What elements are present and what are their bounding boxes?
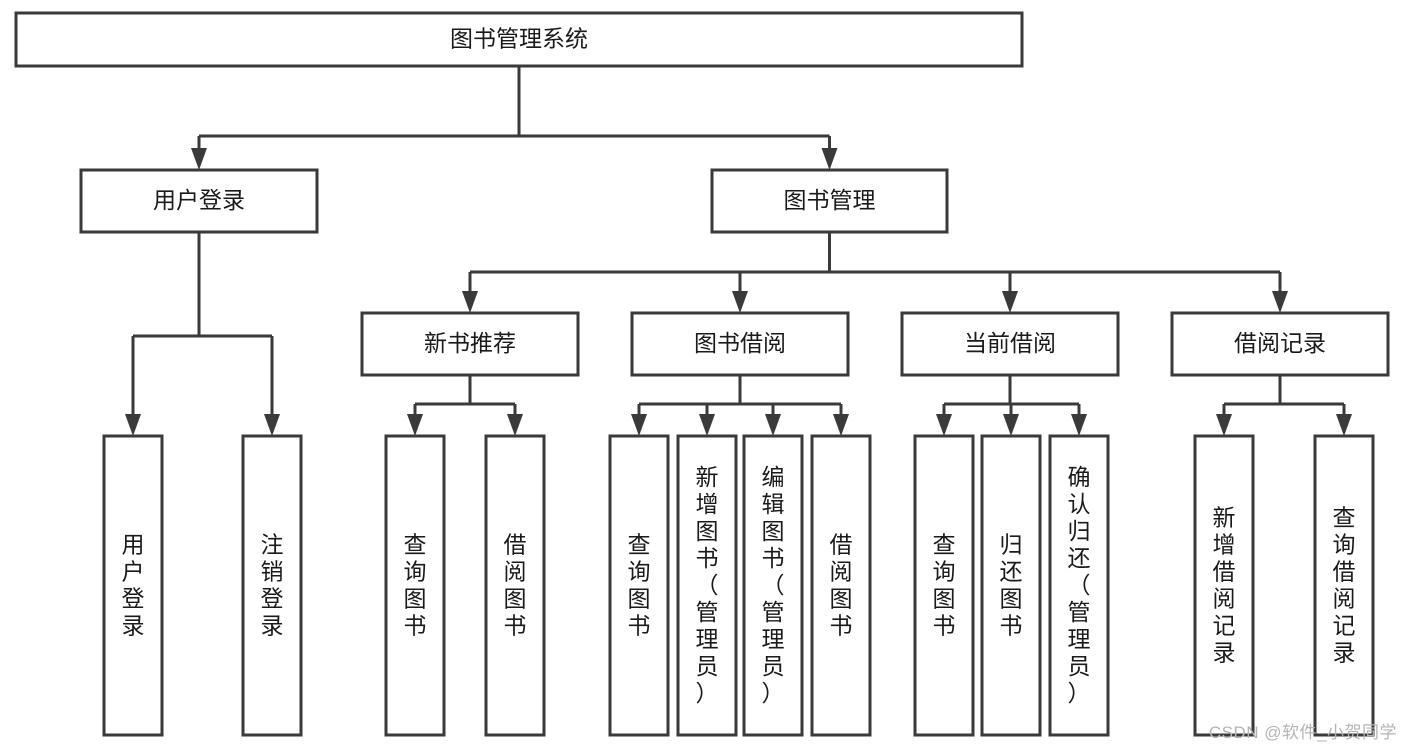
node-box-book-mgmt[interactable] [710, 168, 949, 234]
node-box-leaf-add-record[interactable] [1193, 434, 1255, 737]
arrow-head-icon [1272, 291, 1288, 313]
node-box-leaf-user-login[interactable] [102, 434, 164, 737]
node-box-leaf-borrow-book-b[interactable] [810, 434, 872, 737]
node-leaf-user-login[interactable]: 用户登录 [102, 434, 164, 737]
node-box-leaf-query-book-c[interactable] [913, 434, 975, 737]
node-box-book-borrow[interactable] [630, 311, 850, 377]
node-label-borrow-record: 借阅记录 [1234, 330, 1326, 356]
node-box-leaf-query-record[interactable] [1313, 434, 1375, 737]
connector-group [125, 232, 280, 436]
node-box-leaf-edit-book[interactable] [742, 434, 804, 737]
node-label-leaf-confirm-return: 确认归还（管理员） [1068, 464, 1091, 706]
arrow-head-icon [732, 291, 748, 313]
node-box-leaf-user-logout[interactable] [241, 434, 303, 737]
node-layer: 图书管理系统用户登录图书管理新书推荐图书借阅当前借阅借阅记录用户登录注销登录查询… [14, 11, 1390, 737]
node-label-book-mgmt: 图书管理 [784, 187, 876, 213]
node-leaf-query-book-c[interactable]: 查询图书 [913, 434, 975, 737]
connector-group [1216, 375, 1352, 436]
node-box-leaf-confirm-return[interactable] [1048, 434, 1110, 737]
connector-group [936, 375, 1087, 436]
node-leaf-query-record[interactable]: 查询借阅记录 [1313, 434, 1375, 737]
node-label-current-borrow: 当前借阅 [964, 330, 1056, 356]
node-label-leaf-query-book-b: 查询图书 [628, 532, 651, 639]
arrow-head-icon [1071, 414, 1087, 436]
arrow-head-icon [936, 414, 952, 436]
node-box-root[interactable] [14, 11, 1024, 68]
node-label-root: 图书管理系统 [450, 26, 588, 52]
connector-group [631, 375, 849, 436]
arrow-head-icon [125, 414, 141, 436]
arrow-head-icon [507, 414, 523, 436]
node-leaf-user-logout[interactable]: 注销登录 [241, 434, 303, 737]
arrow-head-icon [699, 414, 715, 436]
connector-layer [125, 66, 1352, 436]
node-label-leaf-query-book-c: 查询图书 [933, 532, 956, 639]
arrow-head-icon [407, 414, 423, 436]
node-label-leaf-add-book: 新增图书（管理员） [696, 464, 719, 706]
node-label-book-borrow: 图书借阅 [694, 330, 786, 356]
node-label-leaf-user-logout: 注销登录 [261, 532, 284, 639]
node-box-leaf-return-book[interactable] [980, 434, 1042, 737]
node-user-login[interactable]: 用户登录 [79, 168, 319, 234]
arrow-head-icon [1002, 291, 1018, 313]
node-label-new-book-rec: 新书推荐 [424, 330, 516, 356]
arrow-head-icon [765, 414, 781, 436]
node-leaf-add-book[interactable]: 新增图书（管理员） [676, 434, 738, 737]
node-leaf-confirm-return[interactable]: 确认归还（管理员） [1048, 434, 1110, 737]
node-current-borrow[interactable]: 当前借阅 [900, 311, 1120, 377]
node-root[interactable]: 图书管理系统 [14, 11, 1024, 68]
arrow-head-icon [191, 148, 207, 170]
arrow-head-icon [1336, 414, 1352, 436]
node-leaf-edit-book[interactable]: 编辑图书（管理员） [742, 434, 804, 737]
node-label-leaf-return-book: 归还图书 [1000, 532, 1023, 639]
node-book-mgmt[interactable]: 图书管理 [710, 168, 949, 234]
arrow-head-icon [821, 148, 838, 170]
node-box-borrow-record[interactable] [1170, 311, 1390, 377]
node-leaf-borrow-book-b[interactable]: 借阅图书 [810, 434, 872, 737]
node-label-leaf-edit-book: 编辑图书（管理员） [762, 464, 785, 706]
node-box-leaf-borrow-book-rec[interactable] [484, 434, 546, 737]
arrow-head-icon [264, 414, 280, 436]
node-label-user-login: 用户登录 [153, 187, 245, 213]
node-leaf-add-record[interactable]: 新增借阅记录 [1193, 434, 1255, 737]
connector-group [191, 66, 838, 170]
connector-group [407, 375, 523, 436]
node-label-leaf-user-login: 用户登录 [122, 532, 145, 639]
node-leaf-borrow-book-rec[interactable]: 借阅图书 [484, 434, 546, 737]
node-label-leaf-borrow-book-b: 借阅图书 [830, 532, 853, 639]
watermark-text: CSDN @软件_小贺同学 [1208, 723, 1397, 742]
node-leaf-return-book[interactable]: 归还图书 [980, 434, 1042, 737]
arrow-head-icon [833, 414, 849, 436]
connector-group [462, 232, 1288, 313]
arrow-head-icon [1003, 414, 1019, 436]
node-label-leaf-add-record: 新增借阅记录 [1213, 505, 1236, 666]
node-label-leaf-query-book-rec: 查询图书 [404, 532, 427, 639]
node-borrow-record[interactable]: 借阅记录 [1170, 311, 1390, 377]
node-box-leaf-query-book-b[interactable] [608, 434, 670, 737]
node-box-leaf-query-book-rec[interactable] [384, 434, 446, 737]
node-leaf-query-book-rec[interactable]: 查询图书 [384, 434, 446, 737]
arrow-head-icon [462, 291, 478, 313]
node-box-user-login[interactable] [79, 168, 319, 234]
arrow-head-icon [631, 414, 647, 436]
node-box-current-borrow[interactable] [900, 311, 1120, 377]
node-label-leaf-borrow-book-rec: 借阅图书 [504, 532, 527, 639]
node-new-book-rec[interactable]: 新书推荐 [360, 311, 580, 377]
node-label-leaf-query-record: 查询借阅记录 [1333, 505, 1356, 666]
node-leaf-query-book-b[interactable]: 查询图书 [608, 434, 670, 737]
node-book-borrow[interactable]: 图书借阅 [630, 311, 850, 377]
node-box-leaf-add-book[interactable] [676, 434, 738, 737]
arrow-head-icon [1216, 414, 1232, 436]
node-box-new-book-rec[interactable] [360, 311, 580, 377]
